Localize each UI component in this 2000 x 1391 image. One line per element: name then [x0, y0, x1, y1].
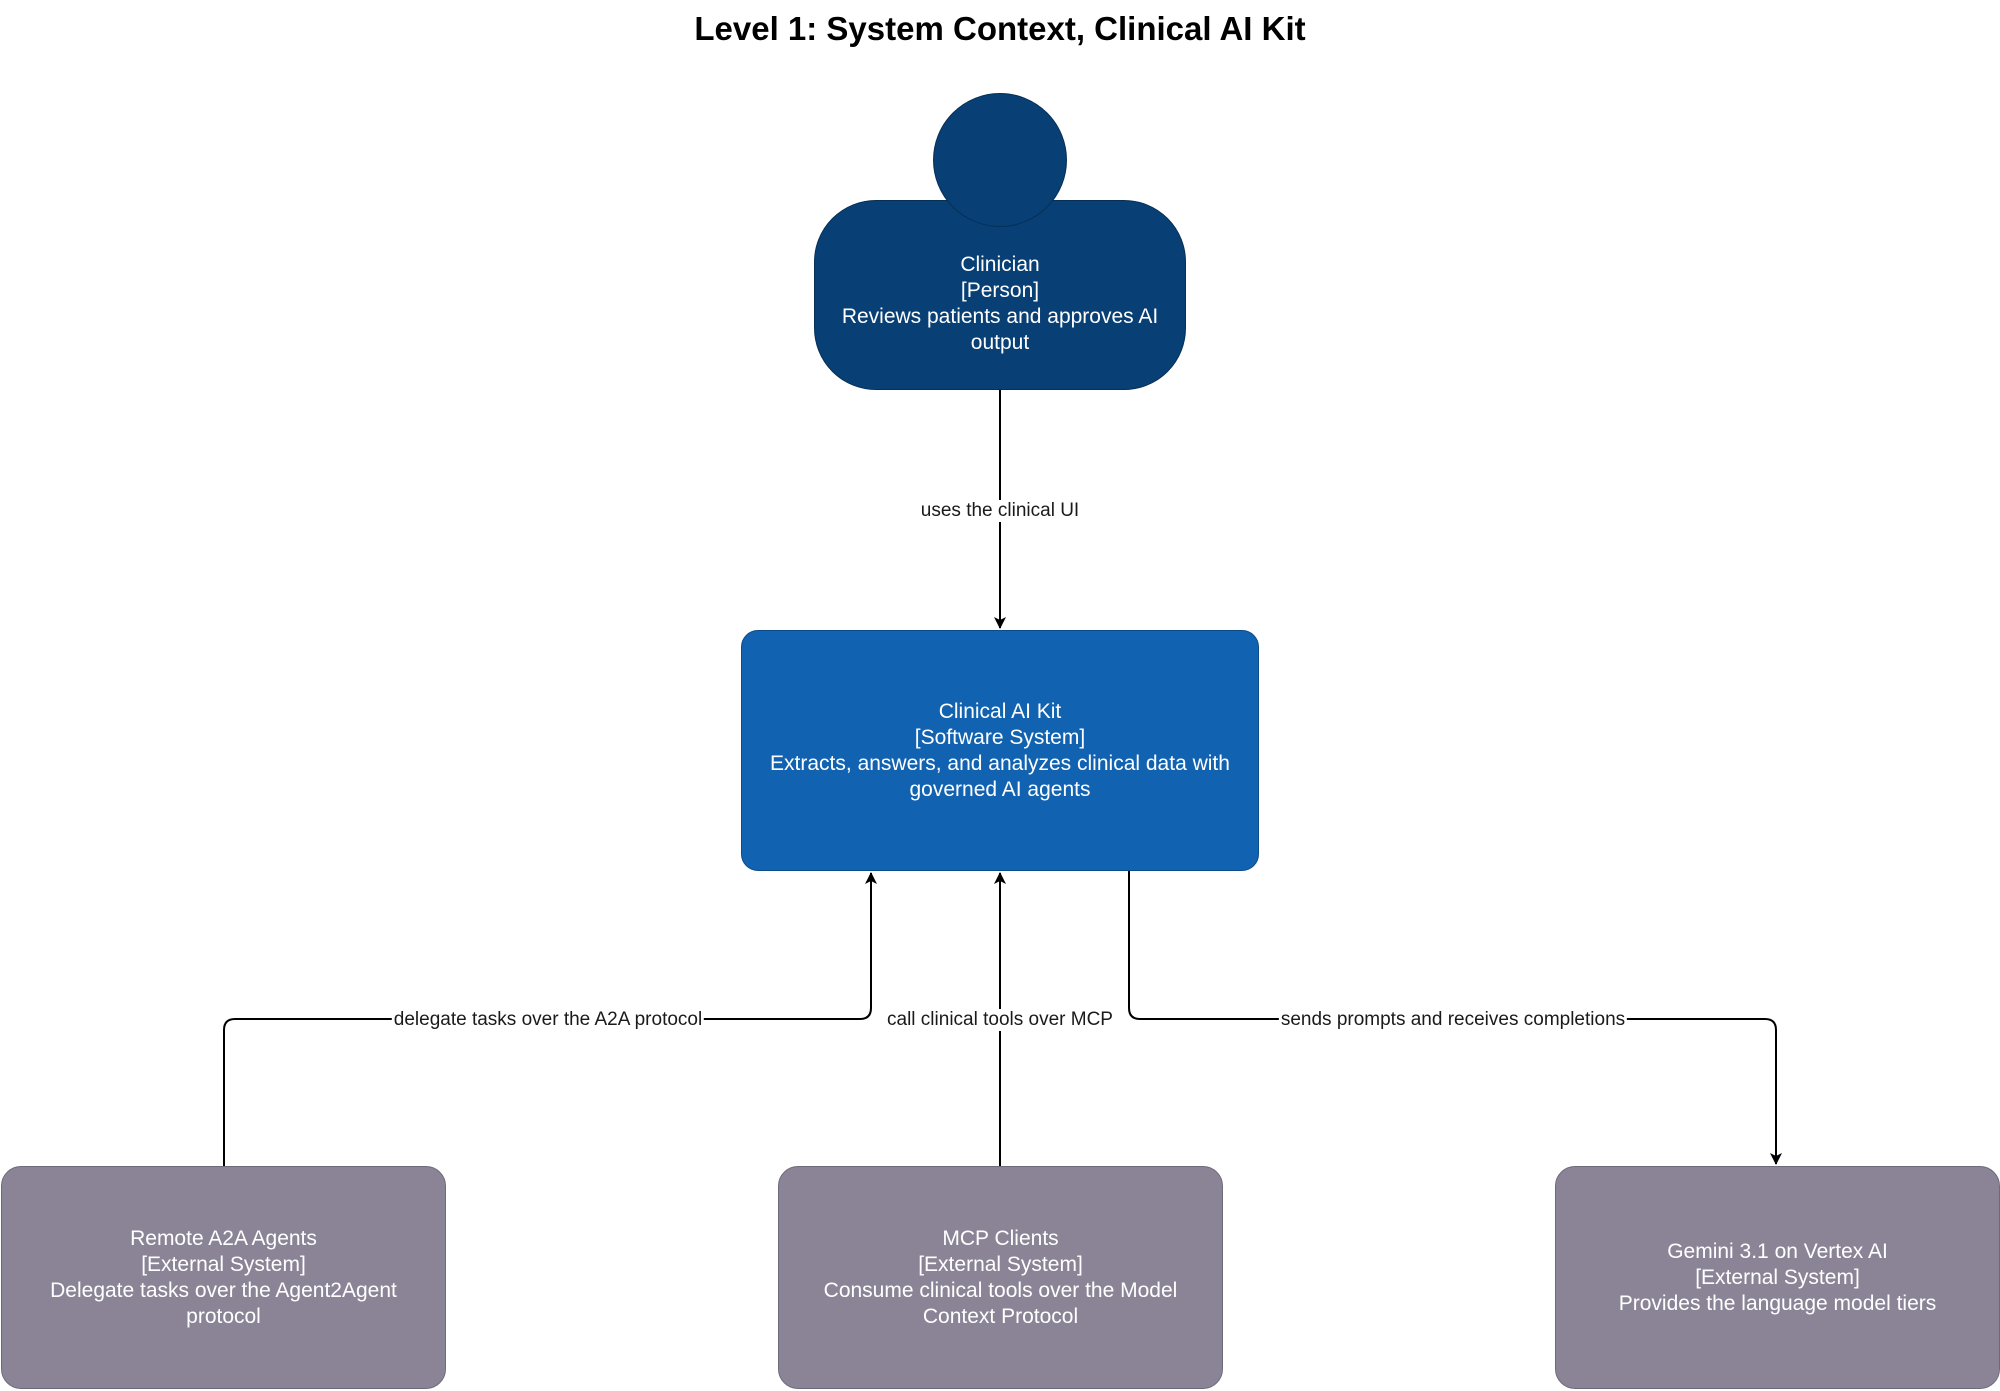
clinician-description: Reviews patients and approves AI output	[841, 305, 1159, 354]
clinician-person[interactable]: Clinician [Person] Reviews patients and …	[814, 200, 1186, 390]
edge-label-uses-ui: uses the clinical UI	[918, 500, 1082, 522]
clinician-name: Clinician	[960, 253, 1040, 276]
edge-label-gemini: sends prompts and receives completions	[1278, 1009, 1628, 1031]
edge-label-mcp: call clinical tools over MCP	[885, 1009, 1115, 1031]
gemini-vertex-system[interactable]: Gemini 3.1 on Vertex AI [External System…	[1555, 1166, 2000, 1389]
system-name: Clinical AI Kit	[938, 699, 1062, 723]
gemini-type: [External System]	[1695, 1265, 1860, 1289]
system-type: [Software System]	[914, 725, 1086, 749]
clinician-person-head[interactable]	[933, 93, 1067, 227]
a2a-type: [External System]	[141, 1252, 306, 1276]
gemini-name: Gemini 3.1 on Vertex AI	[1667, 1239, 1888, 1263]
mcp-clients-system[interactable]: MCP Clients [External System] Consume cl…	[778, 1166, 1223, 1389]
a2a-description: Delegate tasks over the Agent2Agent prot…	[50, 1278, 397, 1328]
clinical-ai-kit-system[interactable]: Clinical AI Kit [Software System] Extrac…	[741, 630, 1259, 871]
gemini-description: Provides the language model tiers	[1618, 1291, 1937, 1315]
mcp-name: MCP Clients	[942, 1226, 1059, 1250]
system-description: Extracts, answers, and analyzes clinical…	[770, 751, 1230, 801]
edge-label-a2a: delegate tasks over the A2A protocol	[391, 1009, 705, 1031]
remote-a2a-agents-system[interactable]: Remote A2A Agents [External System] Dele…	[1, 1166, 446, 1389]
mcp-type: [External System]	[918, 1252, 1083, 1276]
diagram-title: Level 1: System Context, Clinical AI Kit	[694, 10, 1306, 47]
clinician-type: [Person]	[960, 279, 1040, 302]
a2a-name: Remote A2A Agents	[130, 1226, 317, 1250]
mcp-description: Consume clinical tools over the Model Co…	[823, 1278, 1178, 1328]
